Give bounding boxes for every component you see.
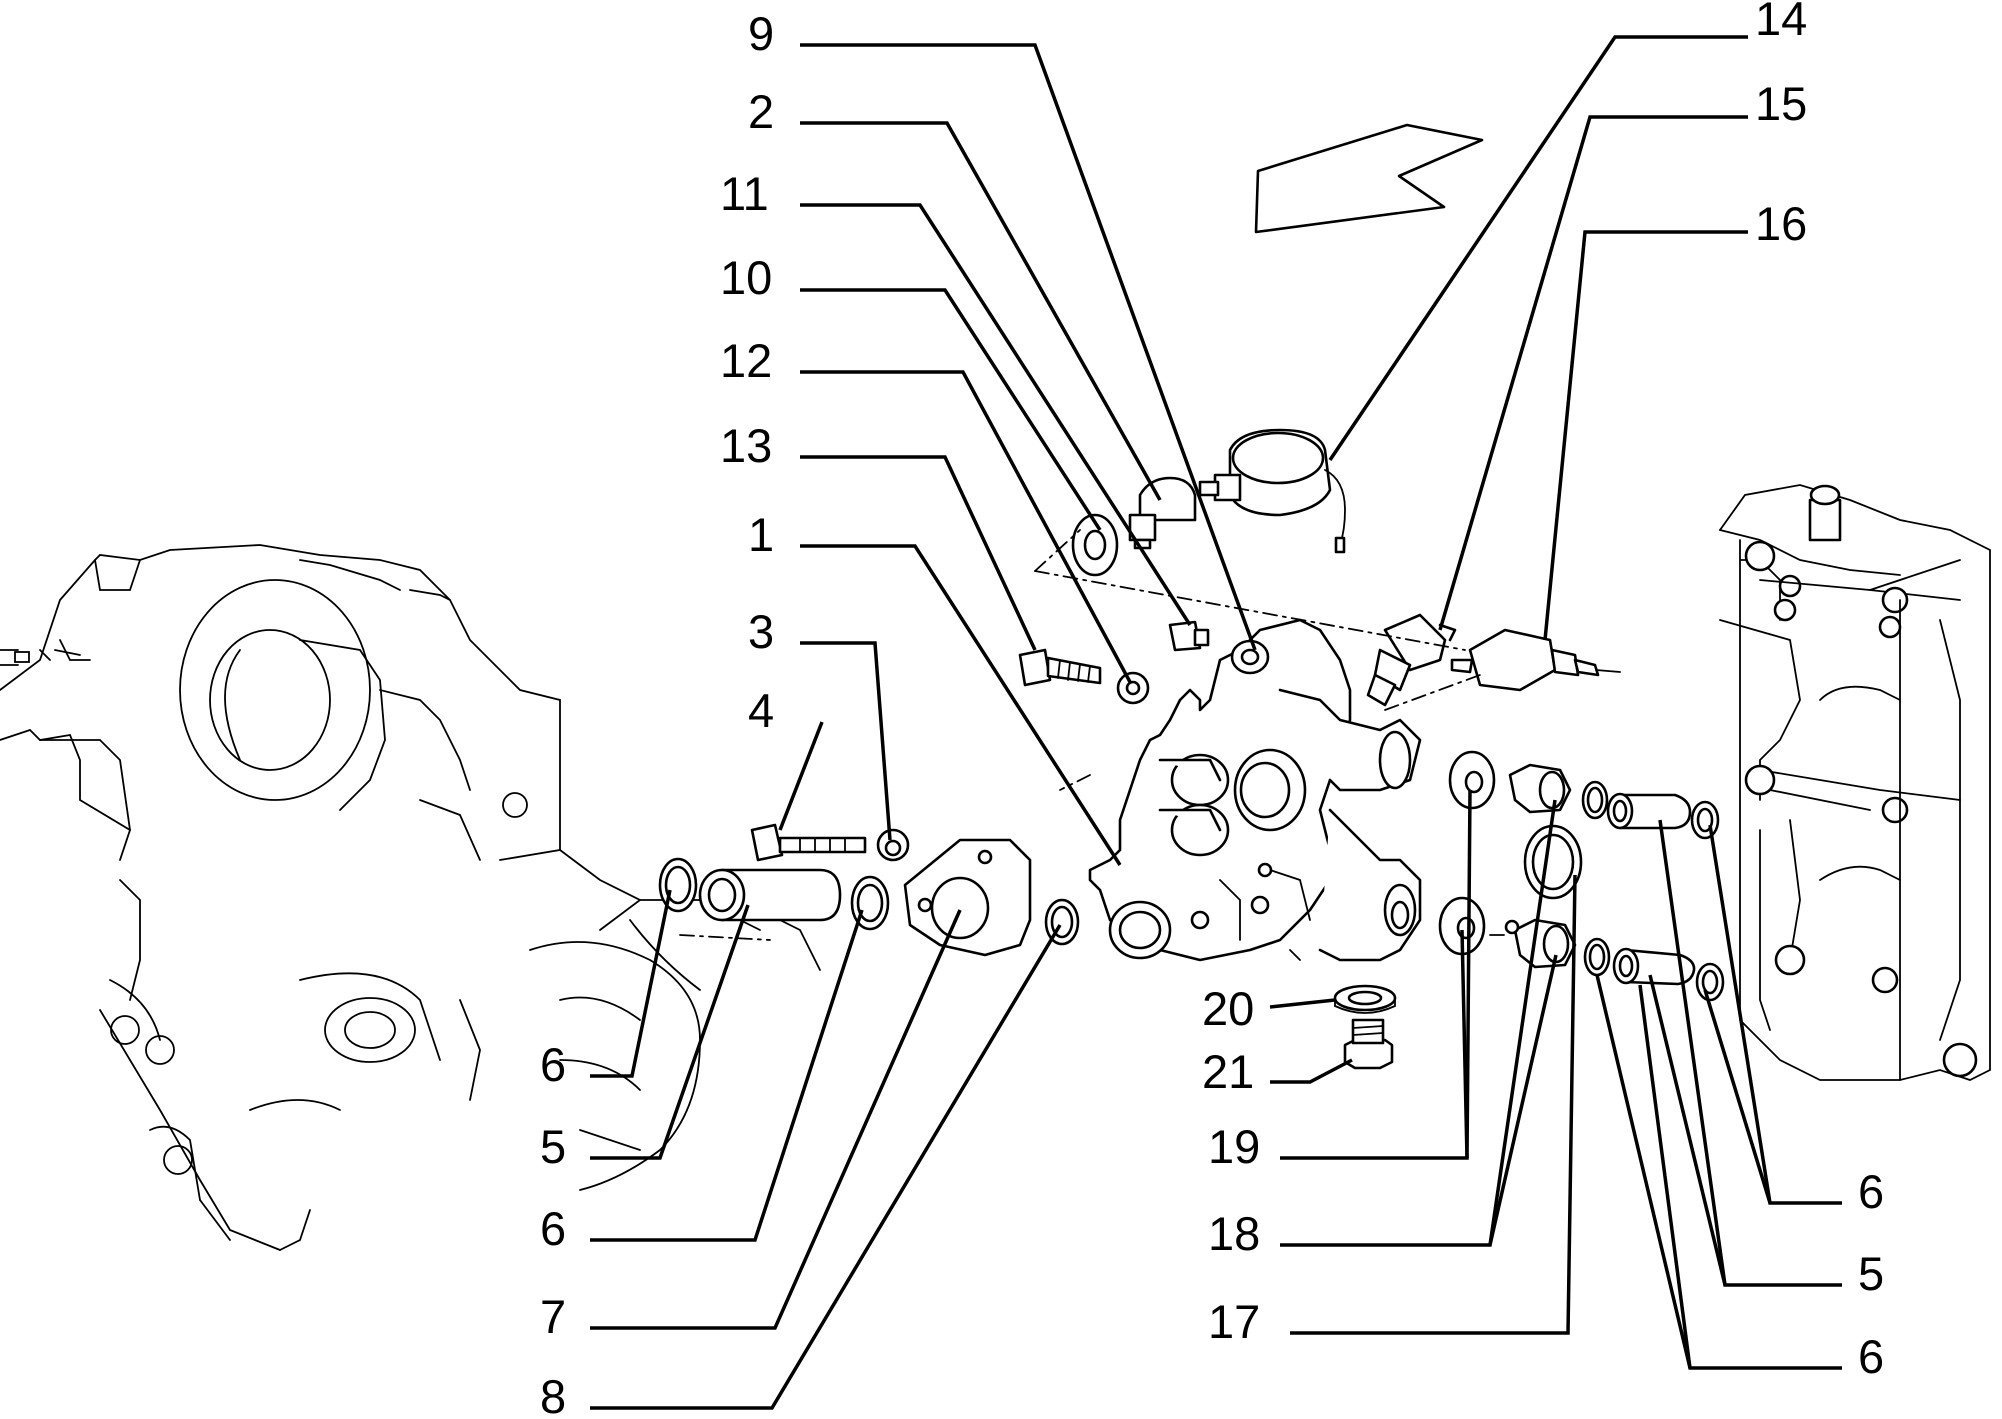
leader-6c2 (1703, 989, 1772, 1204)
callout-17: 17 (1208, 1295, 1260, 1348)
callout-5-left: 5 (540, 1120, 566, 1173)
oring-8-artwork (1044, 898, 1080, 946)
callout-14: 14 (1755, 0, 1807, 45)
callout-10: 10 (720, 251, 772, 304)
callout-21: 21 (1202, 1045, 1254, 1098)
leader-1 (800, 544, 1122, 866)
oring-6-mid-artwork (850, 875, 890, 931)
leader-15 (1438, 115, 1748, 631)
leader-6c (1708, 824, 1842, 1205)
seal-17-artwork (1523, 824, 1583, 900)
direction-arrow (1254, 123, 1484, 234)
callout-12: 12 (720, 334, 772, 387)
leader-21 (1270, 1058, 1353, 1084)
callout-6-right-upper: 6 (1858, 1165, 1884, 1218)
callout-16: 16 (1755, 197, 1807, 250)
plug-21-artwork (1343, 1018, 1394, 1070)
leader-3 (800, 641, 892, 841)
leader-11 (800, 203, 1192, 626)
leader-14 (1328, 35, 1748, 461)
washer-12-artwork (1116, 671, 1150, 705)
callout-4: 4 (748, 684, 774, 737)
callout-2: 2 (748, 85, 774, 138)
callout-8: 8 (540, 1370, 566, 1419)
leader-10 (800, 288, 1102, 531)
washer-9-artwork (1230, 639, 1270, 675)
leader-8 (590, 924, 1062, 1410)
fitting-18-upper-artwork (1508, 763, 1572, 814)
callout-13: 13 (720, 419, 772, 472)
leader-7 (590, 909, 962, 1330)
plug-2-artwork (1128, 476, 1197, 550)
washer-10-artwork (1071, 513, 1119, 577)
leader-17 (1290, 874, 1577, 1335)
washer-3-artwork (876, 828, 910, 862)
leader-13 (800, 455, 1037, 651)
leader-9 (800, 43, 1257, 651)
callout-5-right: 5 (1858, 1247, 1884, 1300)
callout-9: 9 (748, 7, 774, 60)
leader-18b (1488, 954, 1558, 1246)
callout-3: 3 (748, 605, 774, 658)
leader-5b (1658, 819, 1842, 1287)
bolt-13-artwork (1018, 648, 1102, 687)
callout-6-mid: 6 (540, 1202, 566, 1255)
sleeve-5-artwork (698, 868, 842, 922)
callout-20: 20 (1202, 982, 1254, 1035)
leader-5a (590, 904, 750, 1160)
screw-11-artwork (1168, 620, 1210, 652)
leader-16 (1543, 230, 1748, 641)
leader-6a (590, 889, 672, 1078)
sender-16-artwork (1450, 628, 1621, 692)
leader-2 (800, 121, 1162, 501)
cover-7-artwork (903, 838, 1032, 957)
callout-1: 1 (748, 508, 774, 561)
oring-6-left-artwork (658, 857, 698, 913)
leader-lines (590, 35, 1842, 1410)
sender-15-artwork (1366, 613, 1457, 707)
washer-19-upper-artwork (1448, 750, 1496, 810)
callout-19: 19 (1208, 1120, 1260, 1173)
engine-timing-cover-artwork (0, 544, 821, 1251)
fitting-18-lower-artwork (1504, 918, 1577, 969)
leader-12 (800, 370, 1132, 683)
sensor-14-artwork (1198, 428, 1346, 554)
leader-5b2 (1648, 974, 1727, 1286)
leader-6b (590, 909, 864, 1242)
leader-6d2 (1638, 984, 1692, 1369)
right-orings-sleeves-artwork (1581, 780, 1725, 1002)
callout-18: 18 (1208, 1207, 1260, 1260)
callout-15: 15 (1755, 77, 1807, 130)
cylinder-head-artwork (1719, 484, 1991, 1081)
callout-6-right-lower: 6 (1858, 1330, 1884, 1383)
callout-7: 7 (540, 1290, 566, 1343)
bolt-4-artwork (750, 823, 867, 862)
callout-6-left: 6 (540, 1038, 566, 1091)
leader-4 (778, 721, 824, 831)
callout-labels: 9 2 11 10 12 13 1 3 4 14 15 16 6 5 6 7 8… (540, 0, 1884, 1419)
pump-body-artwork (1088, 618, 1422, 962)
leader-20 (1269, 998, 1336, 1009)
leader-19b (1460, 929, 1469, 1159)
callout-11: 11 (720, 167, 769, 220)
washer-20-artwork (1333, 984, 1397, 1014)
